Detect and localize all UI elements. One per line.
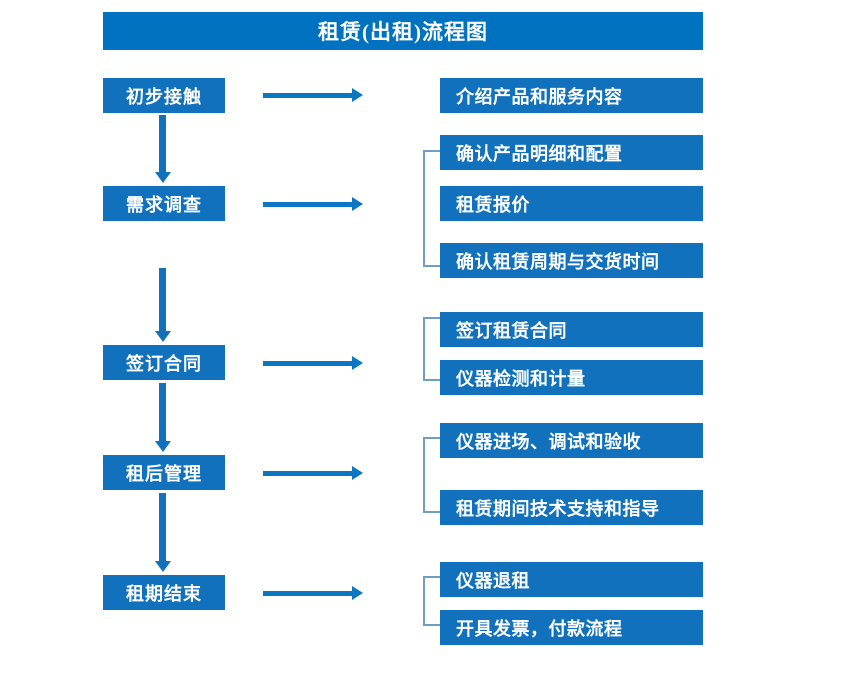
- detail-box-4[interactable]: 确认租赁周期与交货时间: [440, 243, 703, 278]
- arrow-head-right-icon: [352, 586, 363, 600]
- group-bracket-4: [423, 437, 440, 513]
- stage-box-3[interactable]: 签订合同: [103, 345, 225, 380]
- detail-label-3: 租赁报价: [456, 194, 530, 215]
- stage-box-5[interactable]: 租期结束: [103, 575, 225, 610]
- detail-box-8[interactable]: 租赁期间技术支持和指导: [440, 490, 703, 525]
- detail-box-7[interactable]: 仪器进场、调试和验收: [440, 423, 703, 458]
- detail-label-1: 介绍产品和服务内容: [456, 86, 623, 107]
- arrow-shaft: [263, 591, 352, 596]
- arrow-head-down-icon: [155, 172, 171, 183]
- detail-label-7: 仪器进场、调试和验收: [456, 431, 641, 452]
- arrow-shaft: [263, 202, 352, 207]
- horizontal-arrow-5: [263, 586, 363, 600]
- stage-label-1: 初步接触: [126, 86, 202, 107]
- detail-box-3[interactable]: 租赁报价: [440, 186, 703, 221]
- vertical-arrow-1-to-2: [155, 115, 171, 183]
- group-bracket-2: [423, 150, 440, 267]
- stage-box-2[interactable]: 需求调查: [103, 186, 225, 221]
- group-bracket-3: [423, 317, 440, 381]
- arrow-head-down-icon: [155, 441, 171, 452]
- detail-box-1[interactable]: 介绍产品和服务内容: [440, 78, 703, 113]
- diagram-title: 租赁(出租)流程图: [103, 12, 703, 50]
- detail-label-4: 确认租赁周期与交货时间: [456, 251, 660, 272]
- detail-label-2: 确认产品明细和配置: [456, 143, 623, 164]
- stage-box-4[interactable]: 租后管理: [103, 455, 225, 490]
- arrow-shaft: [159, 115, 166, 172]
- arrow-head-right-icon: [352, 466, 363, 480]
- arrow-head-down-icon: [155, 561, 171, 572]
- group-bracket-5: [423, 576, 440, 626]
- stage-label-5: 租期结束: [126, 583, 202, 604]
- arrow-head-right-icon: [352, 197, 363, 211]
- detail-box-9[interactable]: 仪器退租: [440, 562, 703, 597]
- arrow-shaft: [159, 493, 166, 561]
- stage-label-2: 需求调查: [126, 194, 202, 215]
- detail-label-8: 租赁期间技术支持和指导: [456, 498, 660, 519]
- detail-label-10: 开具发票，付款流程: [456, 618, 623, 639]
- detail-label-5: 签订租赁合同: [456, 320, 567, 341]
- arrow-shaft: [159, 383, 166, 441]
- detail-label-6: 仪器检测和计量: [456, 368, 586, 389]
- vertical-arrow-4-to-5: [155, 493, 171, 572]
- detail-box-6[interactable]: 仪器检测和计量: [440, 360, 703, 395]
- arrow-shaft: [263, 361, 352, 366]
- arrow-head-right-icon: [352, 88, 363, 102]
- vertical-arrow-2-to-3: [155, 268, 171, 342]
- horizontal-arrow-1: [263, 88, 363, 102]
- detail-label-9: 仪器退租: [456, 570, 530, 591]
- detail-box-10[interactable]: 开具发票，付款流程: [440, 610, 703, 645]
- detail-box-5[interactable]: 签订租赁合同: [440, 312, 703, 347]
- vertical-arrow-3-to-4: [155, 383, 171, 452]
- detail-box-2[interactable]: 确认产品明细和配置: [440, 135, 703, 170]
- arrow-shaft: [159, 268, 166, 331]
- arrow-shaft: [263, 471, 352, 476]
- horizontal-arrow-2: [263, 197, 363, 211]
- arrow-head-right-icon: [352, 356, 363, 370]
- arrow-head-down-icon: [155, 331, 171, 342]
- stage-label-3: 签订合同: [126, 353, 202, 374]
- horizontal-arrow-3: [263, 356, 363, 370]
- stage-box-1[interactable]: 初步接触: [103, 78, 225, 113]
- stage-label-4: 租后管理: [126, 463, 202, 484]
- arrow-shaft: [263, 93, 352, 98]
- horizontal-arrow-4: [263, 466, 363, 480]
